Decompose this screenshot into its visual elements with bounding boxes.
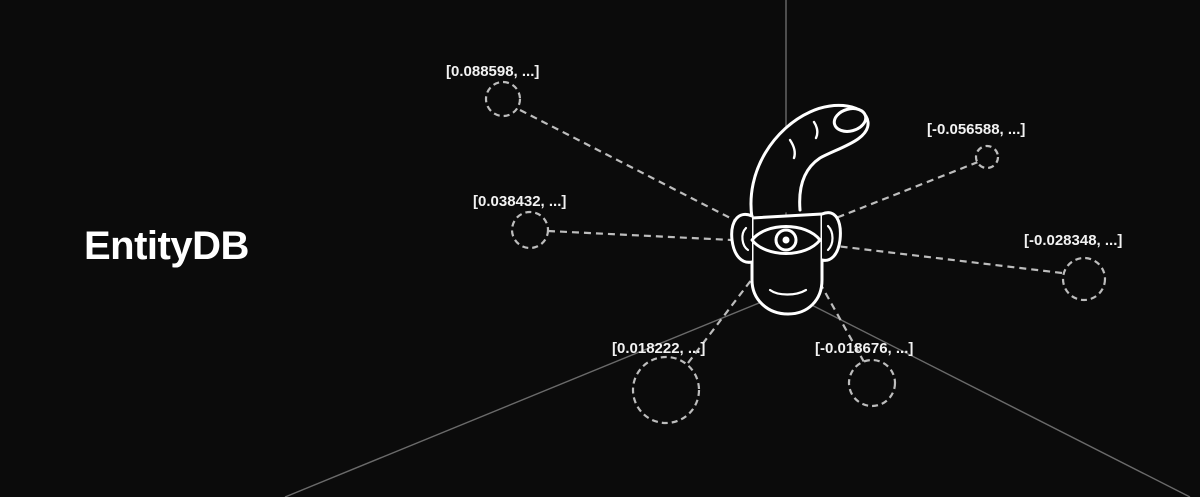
vector-label-4: [-0.028348, ...] <box>1024 232 1122 249</box>
vector-node-6 <box>847 358 897 408</box>
right-ear <box>820 211 842 262</box>
vector-node-4 <box>1061 256 1107 302</box>
vector-node-3 <box>510 210 550 250</box>
eye-pupil <box>782 236 790 244</box>
vector-label-2: [-0.056588, ...] <box>927 121 1025 138</box>
chin-line <box>768 288 808 296</box>
vector-node-2 <box>974 144 1000 170</box>
eye-finger-head-icon <box>730 103 870 316</box>
vector-node-1 <box>484 80 522 118</box>
vector-label-1: [0.088598, ...] <box>446 63 539 80</box>
connector-3 <box>547 229 733 242</box>
vector-node-5 <box>631 355 701 425</box>
left-ear-inner <box>741 226 750 252</box>
vector-label-5: [0.018222, ...] <box>612 340 705 357</box>
connector-1 <box>519 109 739 223</box>
vector-label-3: [0.038432, ...] <box>473 193 566 210</box>
vector-label-6: [-0.018676, ...] <box>815 340 913 357</box>
finger-knuckle-2 <box>812 120 819 140</box>
connector-2 <box>835 160 979 220</box>
fingernail <box>832 107 868 133</box>
axis-left <box>284 291 787 497</box>
finger-knuckle <box>788 138 796 160</box>
vector-nodes <box>484 80 1107 425</box>
brand-title: EntityDB <box>84 224 249 268</box>
axis-right <box>785 291 1191 497</box>
connector-4 <box>835 244 1063 275</box>
right-ear-inner <box>826 224 834 252</box>
